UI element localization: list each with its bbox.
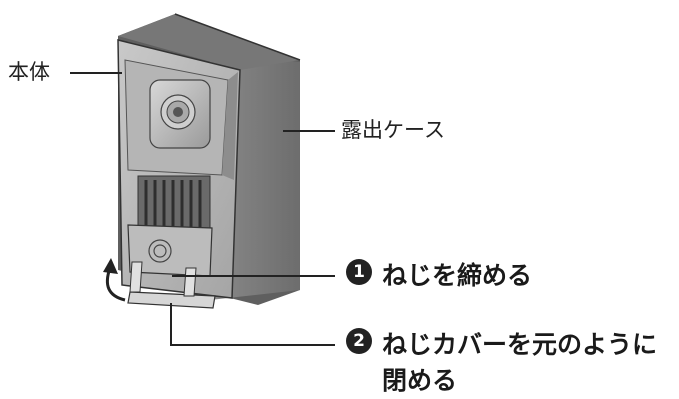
- speaker-grille: [137, 175, 211, 235]
- step-1-line-1: ねじを締める: [382, 261, 533, 290]
- rotation-arrow-icon: [103, 258, 126, 302]
- step-2: 2 ねじカバーを元のように 閉める: [346, 327, 657, 399]
- step-2-text: ねじカバーを元のように 閉める: [382, 327, 657, 399]
- leader-lines: [70, 72, 335, 346]
- step-1-number: 1: [346, 259, 372, 285]
- leader-line-step-2: [170, 303, 335, 346]
- step-1-text: ねじを締める: [382, 258, 532, 294]
- step-1: 1 ねじを締める: [346, 258, 532, 294]
- surface-case-label: 露出ケース: [341, 118, 445, 142]
- main-body-label: 本体: [8, 60, 50, 84]
- step-2-number: 2: [346, 328, 372, 354]
- camera-lens: [149, 79, 211, 149]
- step-2-line-1: ねじカバーを元のように: [382, 330, 658, 359]
- step-2-line-2: 閉める: [382, 366, 458, 395]
